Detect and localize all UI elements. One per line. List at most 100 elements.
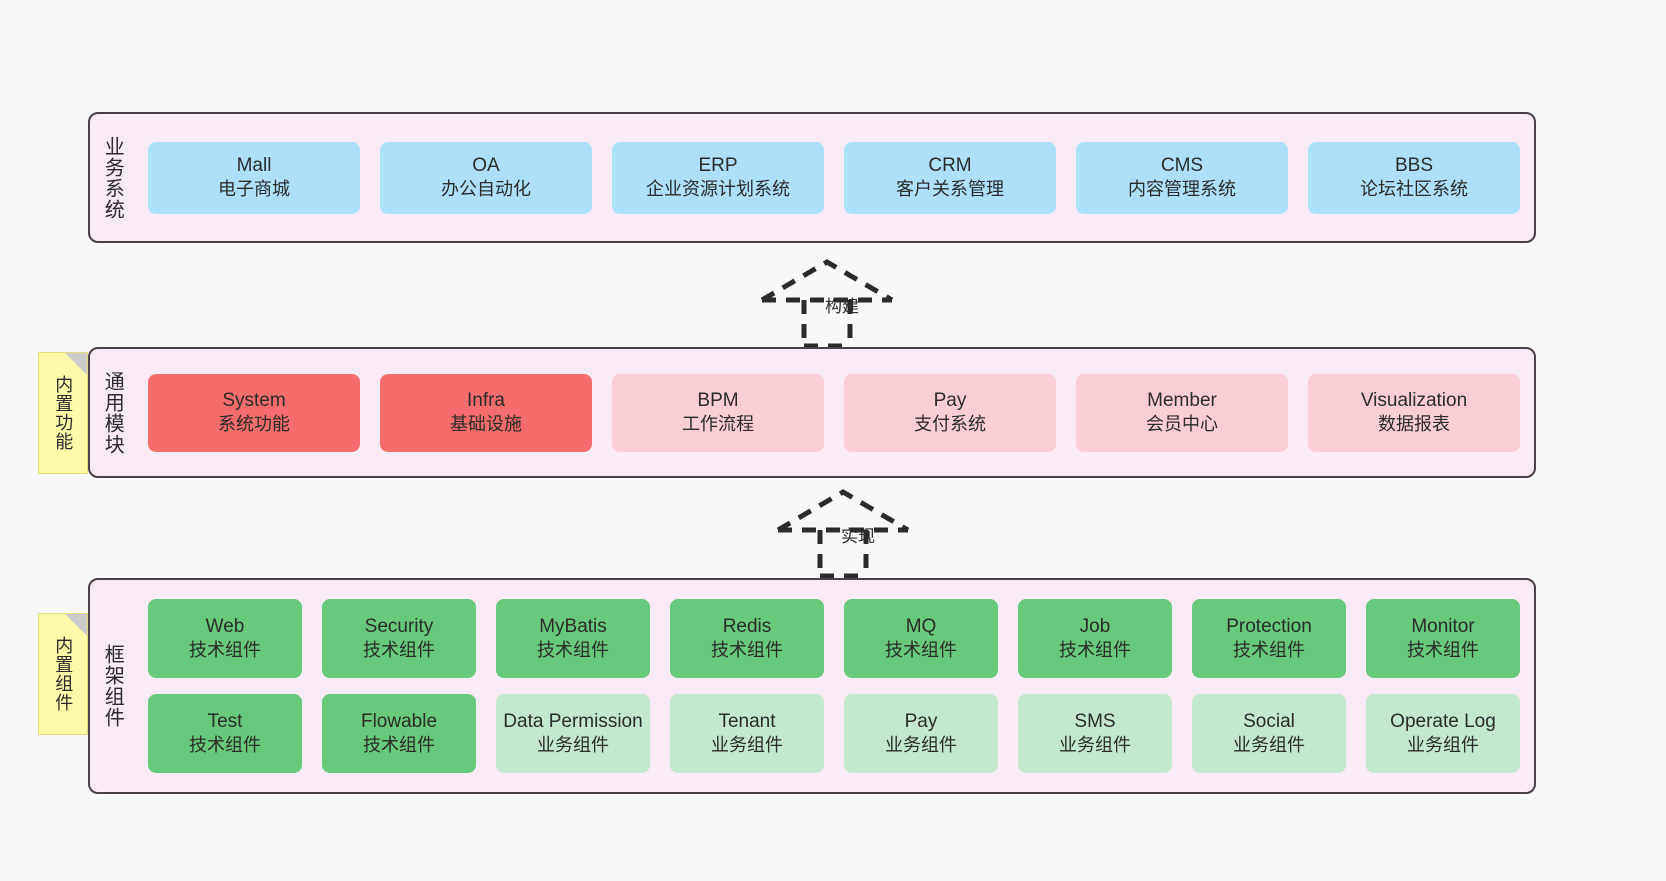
card-title: MQ (905, 616, 937, 638)
card-subtitle: 电子商城 (218, 179, 290, 200)
card-subtitle: 技术组件 (363, 640, 435, 661)
card-oa[interactable]: OA 办公自动化 (380, 141, 592, 214)
card-mall[interactable]: Mall 电子商城 (148, 141, 360, 214)
card-subtitle: 业务组件 (537, 735, 609, 756)
card-subtitle: 技术组件 (885, 640, 957, 661)
card-title: CRM (928, 155, 972, 177)
card-subtitle: 技术组件 (1407, 640, 1479, 661)
card-title: Flowable (360, 711, 438, 733)
card-subtitle: 业务组件 (711, 735, 783, 756)
card-operate-log[interactable]: Operate Log 业务组件 (1366, 694, 1520, 773)
card-title: Security (364, 616, 434, 638)
layer-common-module[interactable]: 通用模块 System 系统功能 Infra 基础设施 BPM 工作流程 Pay… (88, 347, 1536, 478)
layer-business-system[interactable]: 业务系统 Mall 电子商城 OA 办公自动化 ERP 企业资源计划系统 CRM… (88, 112, 1536, 243)
card-erp[interactable]: ERP 企业资源计划系统 (612, 141, 824, 214)
layer-title-business-system: 业务系统 (101, 135, 124, 220)
card-subtitle: 技术组件 (189, 735, 261, 756)
card-mybatis[interactable]: MyBatis 技术组件 (496, 599, 650, 678)
card-title: CMS (1160, 155, 1204, 177)
card-member[interactable]: Member 会员中心 (1076, 373, 1288, 452)
card-subtitle: 业务组件 (885, 735, 957, 756)
card-subtitle: 业务组件 (1233, 735, 1305, 756)
page-fold-icon (65, 353, 87, 375)
card-title: Member (1147, 390, 1217, 412)
card-visualization[interactable]: Visualization 数据报表 (1308, 373, 1520, 452)
card-title: BPM (697, 390, 739, 412)
card-subtitle: 客户关系管理 (896, 179, 1004, 200)
sticky-note-label: 内置功能 (53, 375, 74, 451)
layer-body-framework-component: Web 技术组件 Security 技术组件 MyBatis 技术组件 Redi… (134, 580, 1534, 792)
connector-label-implement: 实现 (841, 527, 875, 546)
page-fold-icon (65, 614, 87, 636)
card-title: Redis (722, 616, 772, 638)
card-row: System 系统功能 Infra 基础设施 BPM 工作流程 Pay 支付系统… (148, 373, 1520, 452)
card-subtitle: 办公自动化 (441, 179, 531, 200)
card-bpm[interactable]: BPM 工作流程 (612, 373, 824, 452)
sticky-note-builtin-component[interactable]: 内置组件 (38, 613, 88, 735)
card-subtitle: 技术组件 (537, 640, 609, 661)
card-subtitle: 业务组件 (1059, 735, 1131, 756)
card-subtitle: 工作流程 (682, 414, 754, 435)
card-subtitle: 系统功能 (218, 414, 290, 435)
layer-title-common-module: 通用模块 (101, 370, 124, 455)
card-title: BBS (1394, 155, 1434, 177)
card-mq[interactable]: MQ 技术组件 (844, 599, 998, 678)
card-redis[interactable]: Redis 技术组件 (670, 599, 824, 678)
card-title: System (222, 390, 286, 412)
card-test[interactable]: Test 技术组件 (148, 694, 302, 773)
card-subtitle: 技术组件 (1233, 640, 1305, 661)
card-job[interactable]: Job 技术组件 (1018, 599, 1172, 678)
card-system[interactable]: System 系统功能 (148, 373, 360, 452)
card-subtitle: 技术组件 (1059, 640, 1131, 661)
card-social[interactable]: Social 业务组件 (1192, 694, 1346, 773)
card-subtitle: 内容管理系统 (1128, 179, 1236, 200)
card-title: Infra (466, 390, 506, 412)
card-bbs[interactable]: BBS 论坛社区系统 (1308, 141, 1520, 214)
connector-label-build: 构建 (825, 297, 859, 316)
card-protection[interactable]: Protection 技术组件 (1192, 599, 1346, 678)
card-title: SMS (1074, 711, 1116, 733)
card-row: Test 技术组件 Flowable 技术组件 Data Permission … (148, 694, 1520, 773)
card-subtitle: 基础设施 (450, 414, 522, 435)
card-crm[interactable]: CRM 客户关系管理 (844, 141, 1056, 214)
card-subtitle: 技术组件 (363, 735, 435, 756)
card-title: Mall (236, 155, 272, 177)
card-sms[interactable]: SMS 业务组件 (1018, 694, 1172, 773)
connector-build: 构建 (742, 252, 942, 352)
sticky-note-builtin-function[interactable]: 内置功能 (38, 352, 88, 474)
card-title: Pay (904, 711, 938, 733)
generalization-arrow-icon (776, 489, 910, 579)
card-data-permission[interactable]: Data Permission 业务组件 (496, 694, 650, 773)
generalization-arrow-icon (760, 259, 894, 349)
connector-implement: 实现 (758, 482, 958, 582)
card-row: Web 技术组件 Security 技术组件 MyBatis 技术组件 Redi… (148, 599, 1520, 678)
layer-framework-component[interactable]: 框架组件 Web 技术组件 Security 技术组件 MyBatis 技术组件… (88, 578, 1536, 794)
card-infra[interactable]: Infra 基础设施 (380, 373, 592, 452)
card-title: Operate Log (1390, 711, 1496, 733)
card-pay-business[interactable]: Pay 业务组件 (844, 694, 998, 773)
card-subtitle: 支付系统 (914, 414, 986, 435)
card-subtitle: 会员中心 (1146, 414, 1218, 435)
card-title: Test (207, 711, 243, 733)
card-subtitle: 技术组件 (189, 640, 261, 661)
card-subtitle: 技术组件 (711, 640, 783, 661)
card-flowable[interactable]: Flowable 技术组件 (322, 694, 476, 773)
card-title: Social (1243, 711, 1295, 733)
card-cms[interactable]: CMS 内容管理系统 (1076, 141, 1288, 214)
card-row: Mall 电子商城 OA 办公自动化 ERP 企业资源计划系统 CRM 客户关系… (148, 141, 1520, 214)
card-tenant[interactable]: Tenant 业务组件 (670, 694, 824, 773)
card-title: Visualization (1360, 390, 1468, 412)
card-title: Monitor (1411, 616, 1475, 638)
card-subtitle: 企业资源计划系统 (646, 179, 790, 200)
sticky-note-label: 内置组件 (53, 636, 74, 712)
card-title: Tenant (718, 711, 776, 733)
card-subtitle: 数据报表 (1378, 414, 1450, 435)
layer-body-business-system: Mall 电子商城 OA 办公自动化 ERP 企业资源计划系统 CRM 客户关系… (134, 114, 1534, 241)
card-title: Data Permission (503, 711, 643, 733)
card-monitor[interactable]: Monitor 技术组件 (1366, 599, 1520, 678)
card-title: Pay (933, 390, 967, 412)
card-title: ERP (698, 155, 738, 177)
card-pay[interactable]: Pay 支付系统 (844, 373, 1056, 452)
card-security[interactable]: Security 技术组件 (322, 599, 476, 678)
card-web[interactable]: Web 技术组件 (148, 599, 302, 678)
